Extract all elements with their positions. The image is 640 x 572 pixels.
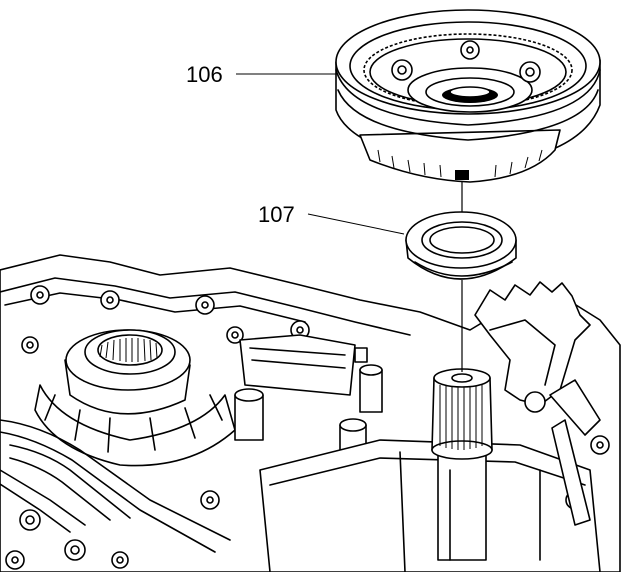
fluid-channels (0, 419, 231, 570)
small-bosses (234, 334, 383, 464)
thrust-washer-107 (405, 211, 517, 280)
park-lever-bracket (474, 281, 601, 526)
transmission-case (0, 254, 621, 572)
bearing-housing (34, 329, 236, 467)
callout-106-label: 106 (186, 62, 223, 87)
ring-gear-106 (335, 9, 601, 183)
output-shaft (431, 368, 493, 561)
leader-lines (236, 73, 405, 235)
callout-107-label: 107 (258, 202, 295, 227)
flange-bolts (21, 285, 310, 354)
